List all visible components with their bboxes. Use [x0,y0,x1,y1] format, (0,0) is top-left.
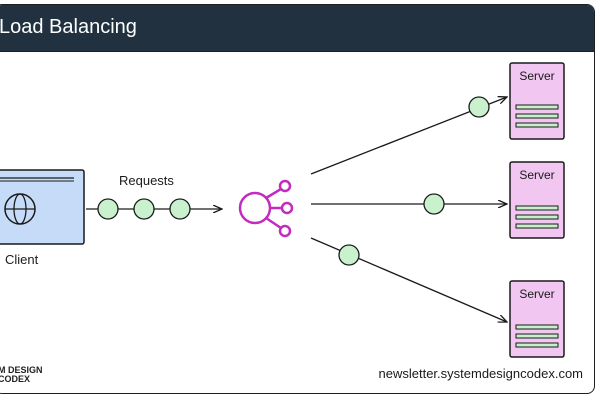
server-label: Server [519,69,554,83]
client-node [0,169,85,245]
server-label: Server [519,168,554,182]
server-node: Server [509,280,565,358]
logo-line-2: CODEX [0,374,31,384]
diagram-frame: Load Balancing [0,4,595,394]
load-balancer-icon [238,179,294,238]
brand-logo: M DESIGN CODEX [0,366,43,384]
website-url: newsletter.systemdesigncodex.com [378,366,583,381]
requests-label: Requests [119,173,174,188]
server-label: Server [519,287,554,301]
server-node: Server [509,62,565,140]
title-bar: Load Balancing [0,5,594,52]
client-label: Client [5,252,39,267]
request-packet [133,198,155,220]
request-packet [423,193,445,215]
logo-line-1: M DESIGN [0,365,43,375]
diagram-title: Load Balancing [0,16,137,38]
globe-icon [4,193,36,225]
server-node: Server [509,161,565,239]
request-packet [468,96,490,118]
request-packet [338,244,360,266]
request-packet [169,198,191,220]
request-packet [97,198,119,220]
